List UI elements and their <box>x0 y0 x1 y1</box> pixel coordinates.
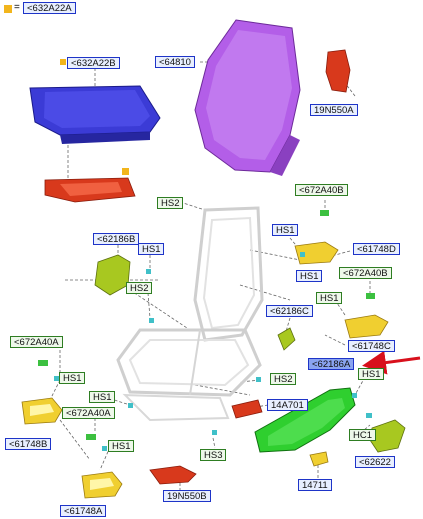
label-hs2-upper-left[interactable]: HS2 <box>126 282 153 294</box>
trim-upper-left-part <box>94 254 131 296</box>
label-hs1-right-upper[interactable]: HS1 <box>272 224 299 236</box>
cover-left-top-part <box>21 397 63 425</box>
bracket-center-part <box>231 399 263 419</box>
label-clip-left-low[interactable]: <672A40A <box>62 407 115 419</box>
label-seat-cushion[interactable]: <632A22B <box>67 57 120 69</box>
clip-left-low <box>86 434 96 440</box>
seat-frame <box>116 206 264 422</box>
seat-pan-part <box>44 177 136 203</box>
legend-equals: = <box>14 2 20 13</box>
screw-hs1-right-upper <box>300 252 305 257</box>
bracket-bottom-part <box>149 465 197 485</box>
screw-hs1-left-top <box>54 376 59 381</box>
clip-left-top <box>38 360 48 366</box>
label-hs1-left-low[interactable]: HS1 <box>108 440 135 452</box>
label-hs1-selected[interactable]: HS1 <box>358 368 385 380</box>
screw-hs2-center <box>256 377 261 382</box>
label-cover-left-low[interactable]: <61748A <box>60 505 107 517</box>
part-14711 <box>309 451 329 467</box>
clip-right-top <box>320 210 329 216</box>
label-selected-trim[interactable]: <62186A <box>308 358 355 370</box>
label-part-14711[interactable]: 14711 <box>298 479 332 491</box>
label-trim-bottom-right[interactable]: <62622 <box>355 456 395 468</box>
screw-hs3 <box>212 430 217 435</box>
label-hs1-right-low[interactable]: HS1 <box>316 292 343 304</box>
screw-hs2-upper-left <box>149 318 154 323</box>
seat-back-part <box>194 19 301 176</box>
label-hc1[interactable]: HC1 <box>349 429 377 441</box>
label-cover-left-top[interactable]: <61748B <box>5 438 52 450</box>
screw-hs1-center <box>128 403 133 408</box>
label-back-bracket[interactable]: 19N550A <box>310 104 358 116</box>
label-hs3[interactable]: HS3 <box>200 449 227 461</box>
cover-left-low-part <box>81 471 123 499</box>
label-hs2-top[interactable]: HS2 <box>157 197 184 209</box>
trim-center-part <box>277 327 296 351</box>
clip-hc1 <box>366 413 372 418</box>
label-clip-right-top[interactable]: <672A40B <box>295 184 348 196</box>
label-clip-left-top[interactable]: <672A40A <box>10 336 63 348</box>
seat-cushion-part <box>29 85 161 144</box>
legend-swatch <box>4 5 12 13</box>
label-hs1-right-mid[interactable]: HS1 <box>296 270 323 282</box>
label-bracket-center[interactable]: 14A701 <box>267 399 308 411</box>
label-hs1-upper-left[interactable]: HS1 <box>138 243 165 255</box>
clip-right-mid <box>366 293 375 299</box>
legend-square-cushion <box>122 168 129 175</box>
cover-right-low-part <box>344 314 389 339</box>
legend-code-label[interactable]: <632A22A <box>23 2 76 14</box>
label-clip-right-mid[interactable]: <672A40B <box>339 267 392 279</box>
screw-hs1-left-low <box>102 446 107 451</box>
screw-hs1-selected <box>352 393 357 398</box>
selected-trim-part <box>254 387 356 453</box>
screw-hs1-upper-left <box>146 269 151 274</box>
label-cover-right-upper[interactable]: <61748D <box>353 243 400 255</box>
cover-right-upper-part <box>294 241 339 265</box>
label-hs1-center[interactable]: HS1 <box>89 391 116 403</box>
label-trim-center[interactable]: <62186C <box>266 305 313 317</box>
label-seat-back[interactable]: <64810 <box>155 56 195 68</box>
back-bracket-part <box>325 49 351 93</box>
legend-square-label <box>60 59 66 65</box>
label-trim-upper-left[interactable]: <62186B <box>93 233 140 245</box>
label-cover-right-low[interactable]: <61748C <box>348 340 395 352</box>
label-hs1-left-top[interactable]: HS1 <box>59 372 86 384</box>
label-bracket-bottom[interactable]: 19N550B <box>163 490 211 502</box>
pointer-arrow <box>362 350 421 375</box>
label-hs2-center[interactable]: HS2 <box>270 373 297 385</box>
